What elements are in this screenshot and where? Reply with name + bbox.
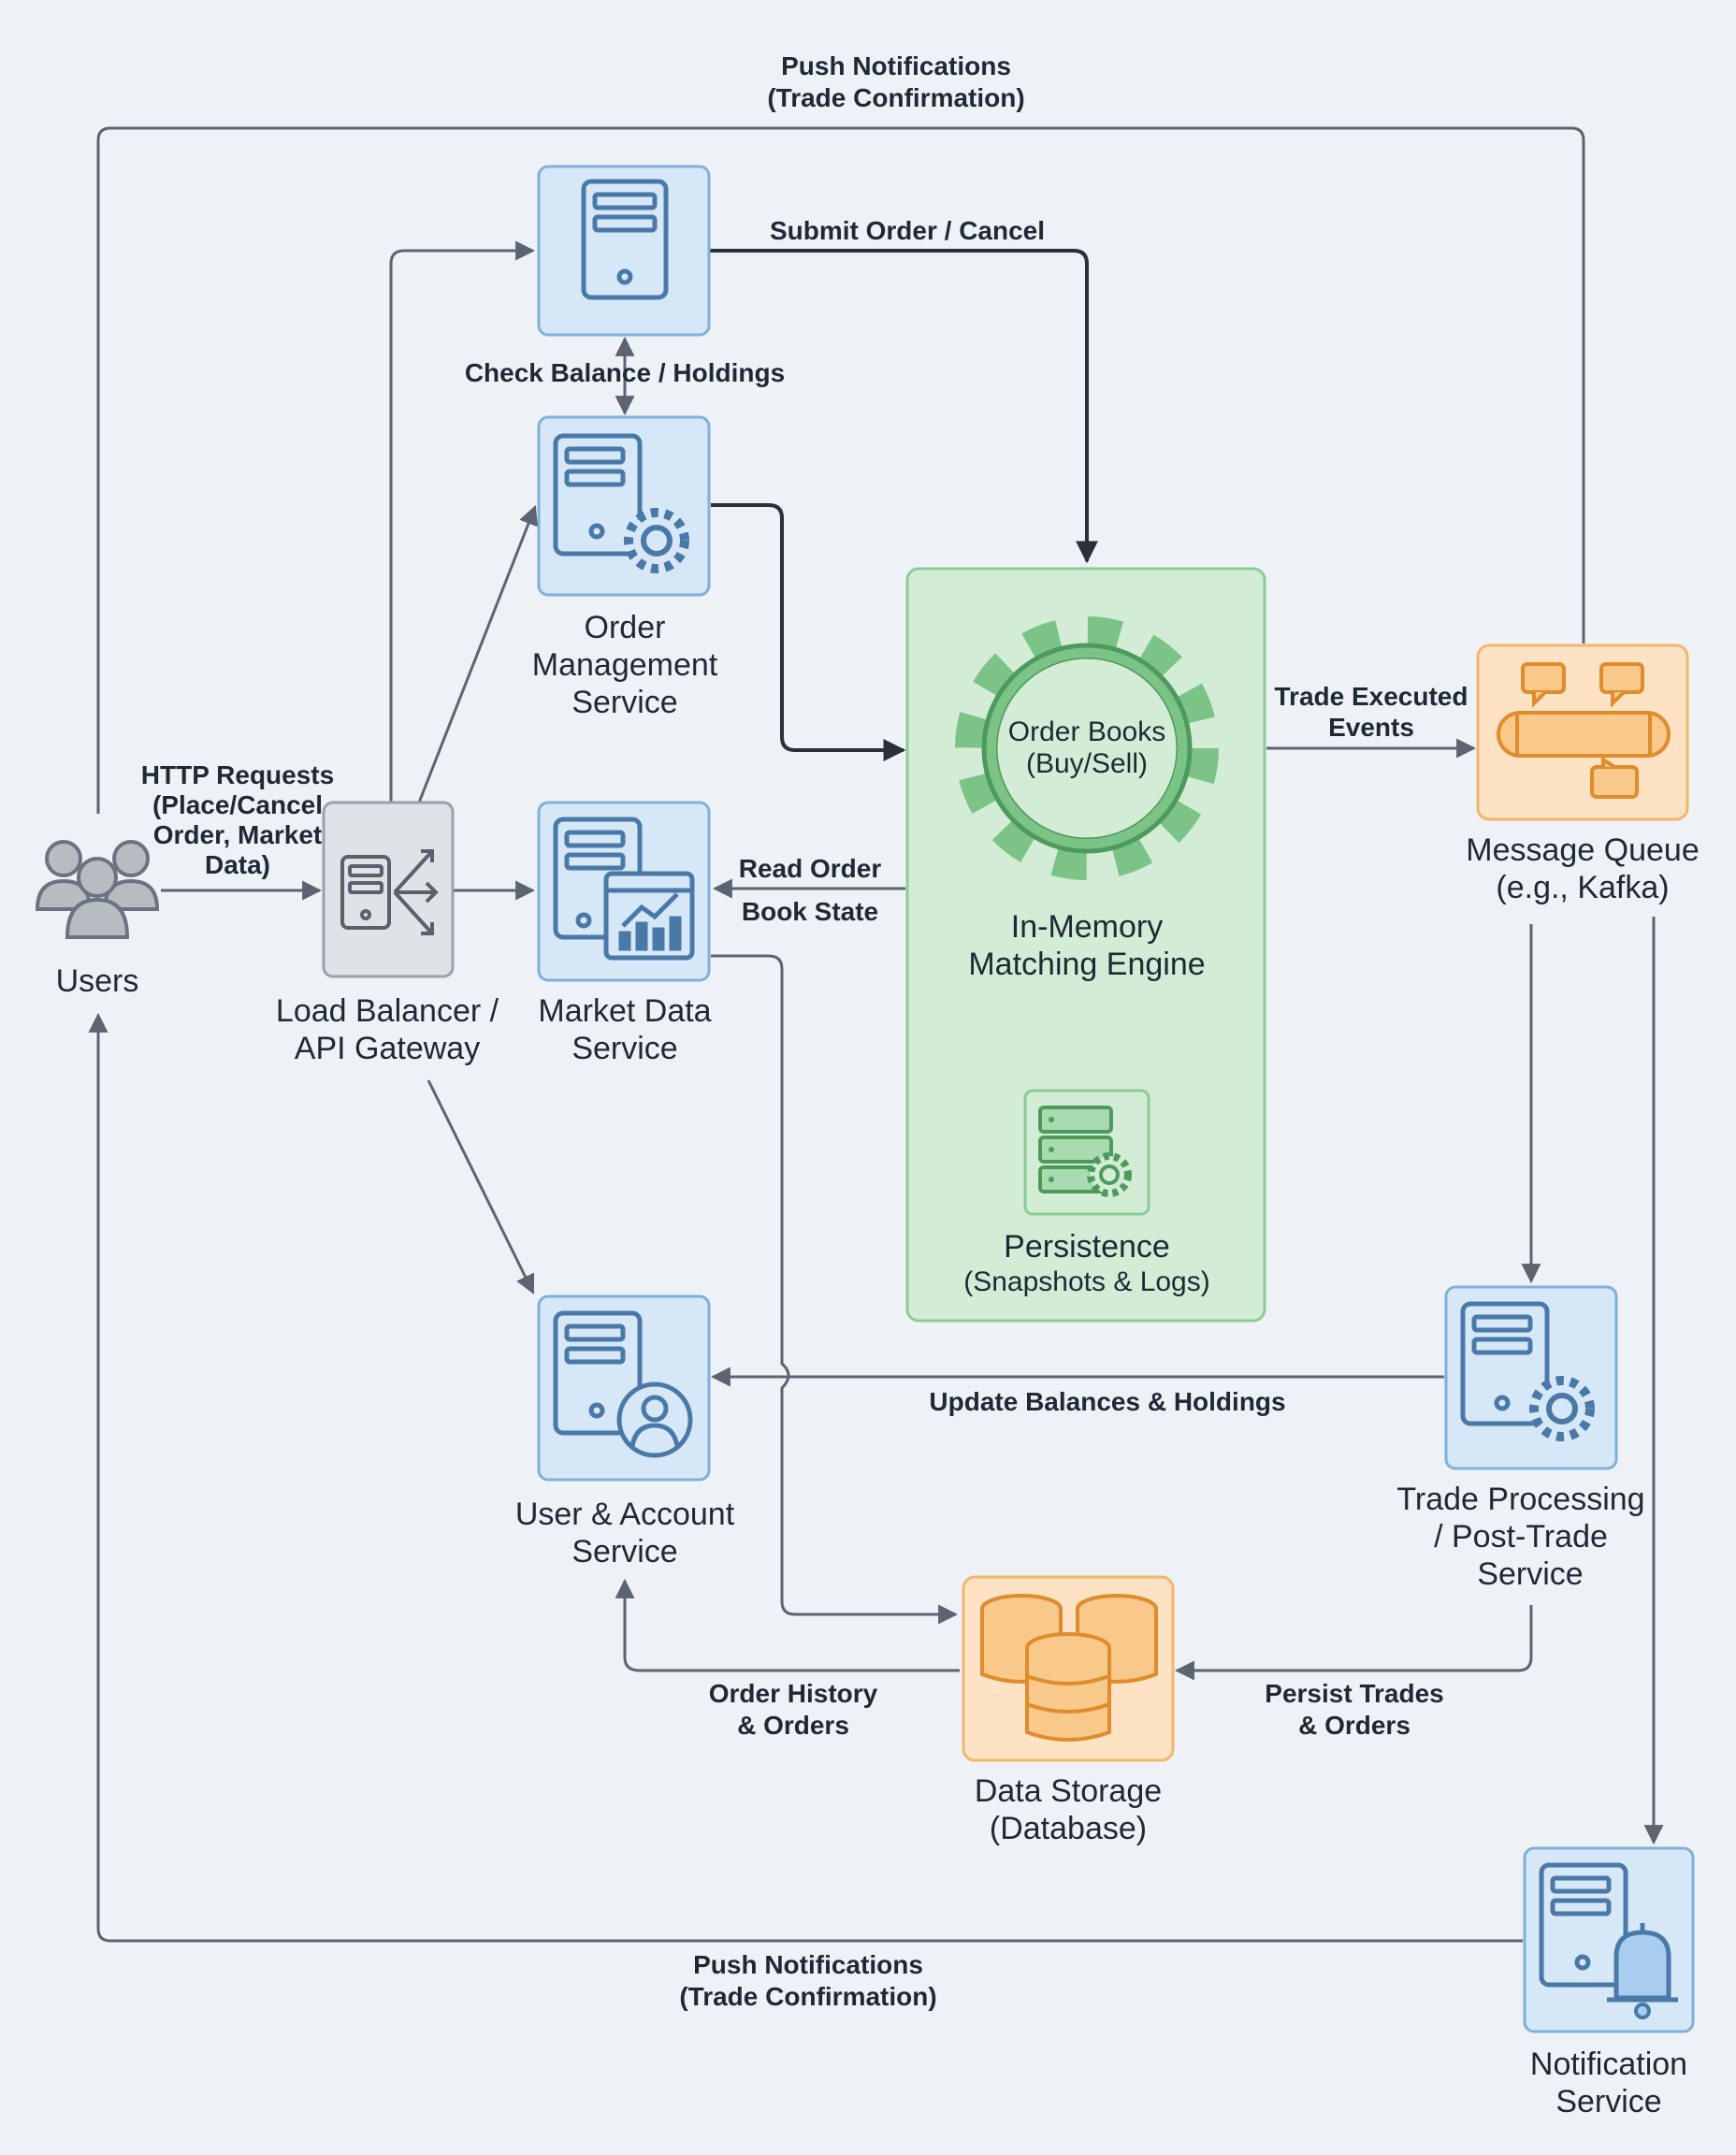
persistence-icon bbox=[1023, 1089, 1150, 1216]
edge-oms-to-engine bbox=[711, 503, 906, 761]
http-label-1: HTTP Requests bbox=[141, 760, 334, 789]
edge-order-history bbox=[615, 1578, 960, 1672]
account-label-2: Service bbox=[571, 1534, 677, 1569]
trade-label-2: / Post-Trade bbox=[1434, 1519, 1608, 1555]
order-books-label-1: Order Books bbox=[1008, 716, 1165, 747]
persistence-label-1: Persistence bbox=[1004, 1229, 1170, 1265]
chart-server-icon bbox=[553, 817, 695, 961]
edge-lb-to-order-service bbox=[389, 240, 536, 803]
notification-node bbox=[1523, 1846, 1695, 2033]
server-gear-icon bbox=[553, 433, 689, 573]
oms-label-1: Order bbox=[585, 610, 666, 645]
bell-server-icon bbox=[1539, 1862, 1678, 2019]
data-storage-node bbox=[962, 1575, 1175, 1762]
users-icon bbox=[35, 840, 160, 939]
market-data-node bbox=[537, 801, 711, 982]
matching-engine-node bbox=[905, 567, 1266, 1323]
server-icon bbox=[581, 179, 669, 300]
trade-label-1: Trade Processing bbox=[1396, 1482, 1644, 1517]
engine-label-2: Matching Engine bbox=[968, 947, 1205, 982]
users-label: Users bbox=[56, 963, 139, 999]
trade-executed-label-1: Trade Executed bbox=[1275, 682, 1468, 711]
oms-label-3: Service bbox=[571, 685, 677, 720]
message-queue-node bbox=[1476, 644, 1689, 821]
gear-icon bbox=[955, 616, 1219, 880]
server-gear-icon bbox=[1460, 1301, 1595, 1441]
user-account-node bbox=[537, 1294, 711, 1482]
oms-label-2: Management bbox=[532, 647, 718, 683]
http-label-2: (Place/Cancel bbox=[152, 790, 323, 819]
persist-trades-label-2: & Orders bbox=[1298, 1711, 1410, 1740]
update-balances-label: Update Balances & Holdings bbox=[929, 1387, 1285, 1416]
lb-label-1: Load Balancer / bbox=[276, 993, 499, 1029]
push-top-label-1: Push Notifications bbox=[781, 51, 1011, 80]
edge-persist-trades bbox=[1174, 1605, 1533, 1681]
account-label-1: User & Account bbox=[515, 1497, 735, 1532]
edge-push-top bbox=[96, 126, 1585, 814]
read-order-label-1: Read Order bbox=[739, 854, 882, 883]
edge-lb-to-oms bbox=[417, 505, 538, 803]
storage-label-2: (Database) bbox=[990, 1811, 1147, 1846]
market-label-1: Market Data bbox=[538, 993, 711, 1029]
node-labels: Users Load Balancer / API Gateway Order … bbox=[56, 610, 1700, 2119]
push-top-label-2: (Trade Confirmation) bbox=[767, 83, 1024, 112]
engine-label-1: In-Memory bbox=[1011, 909, 1163, 945]
edge-labels: Push Notifications (Trade Confirmation) … bbox=[141, 51, 1468, 2011]
order-history-label-1: Order History bbox=[709, 1679, 878, 1708]
trade-executed-label-2: Events bbox=[1328, 713, 1414, 742]
read-order-label-2: Book State bbox=[742, 897, 878, 926]
http-label-4: Data) bbox=[205, 850, 270, 879]
trade-processing-node bbox=[1444, 1285, 1618, 1470]
edge-push-bottom bbox=[88, 1012, 1523, 1943]
load-balancer-node bbox=[322, 801, 455, 978]
push-bottom-label-1: Push Notifications bbox=[693, 1950, 923, 1979]
push-bottom-label-2: (Trade Confirmation) bbox=[679, 1982, 936, 2011]
mq-label-1: Message Queue bbox=[1466, 832, 1700, 868]
notification-label-1: Notification bbox=[1530, 2047, 1687, 2082]
order-history-label-2: & Orders bbox=[737, 1711, 849, 1740]
notification-label-2: Service bbox=[1555, 2084, 1661, 2119]
submit-order-label: Submit Order / Cancel bbox=[770, 216, 1045, 245]
edge-submit-order bbox=[709, 249, 1098, 564]
http-label-3: Order, Market bbox=[153, 820, 323, 849]
lb-label-2: API Gateway bbox=[295, 1031, 480, 1066]
persistence-label-2: (Snapshots & Logs) bbox=[963, 1266, 1209, 1297]
check-balance-label: Check Balance / Holdings bbox=[465, 358, 785, 387]
persist-trades-label-1: Persist Trades bbox=[1265, 1679, 1443, 1708]
market-label-2: Service bbox=[571, 1031, 677, 1066]
user-server-icon bbox=[553, 1310, 693, 1458]
load-balancer-icon bbox=[340, 849, 439, 935]
order-management-node bbox=[537, 415, 711, 597]
queue-icon bbox=[1497, 662, 1671, 799]
database-icon bbox=[980, 1594, 1158, 1742]
order-service-node bbox=[537, 165, 711, 337]
edge-lb-to-account bbox=[427, 1079, 535, 1294]
mq-label-2: (e.g., Kafka) bbox=[1496, 870, 1669, 905]
trade-label-3: Service bbox=[1477, 1556, 1583, 1592]
order-books-label-2: (Buy/Sell) bbox=[1026, 748, 1148, 779]
storage-label-1: Data Storage bbox=[975, 1773, 1162, 1809]
